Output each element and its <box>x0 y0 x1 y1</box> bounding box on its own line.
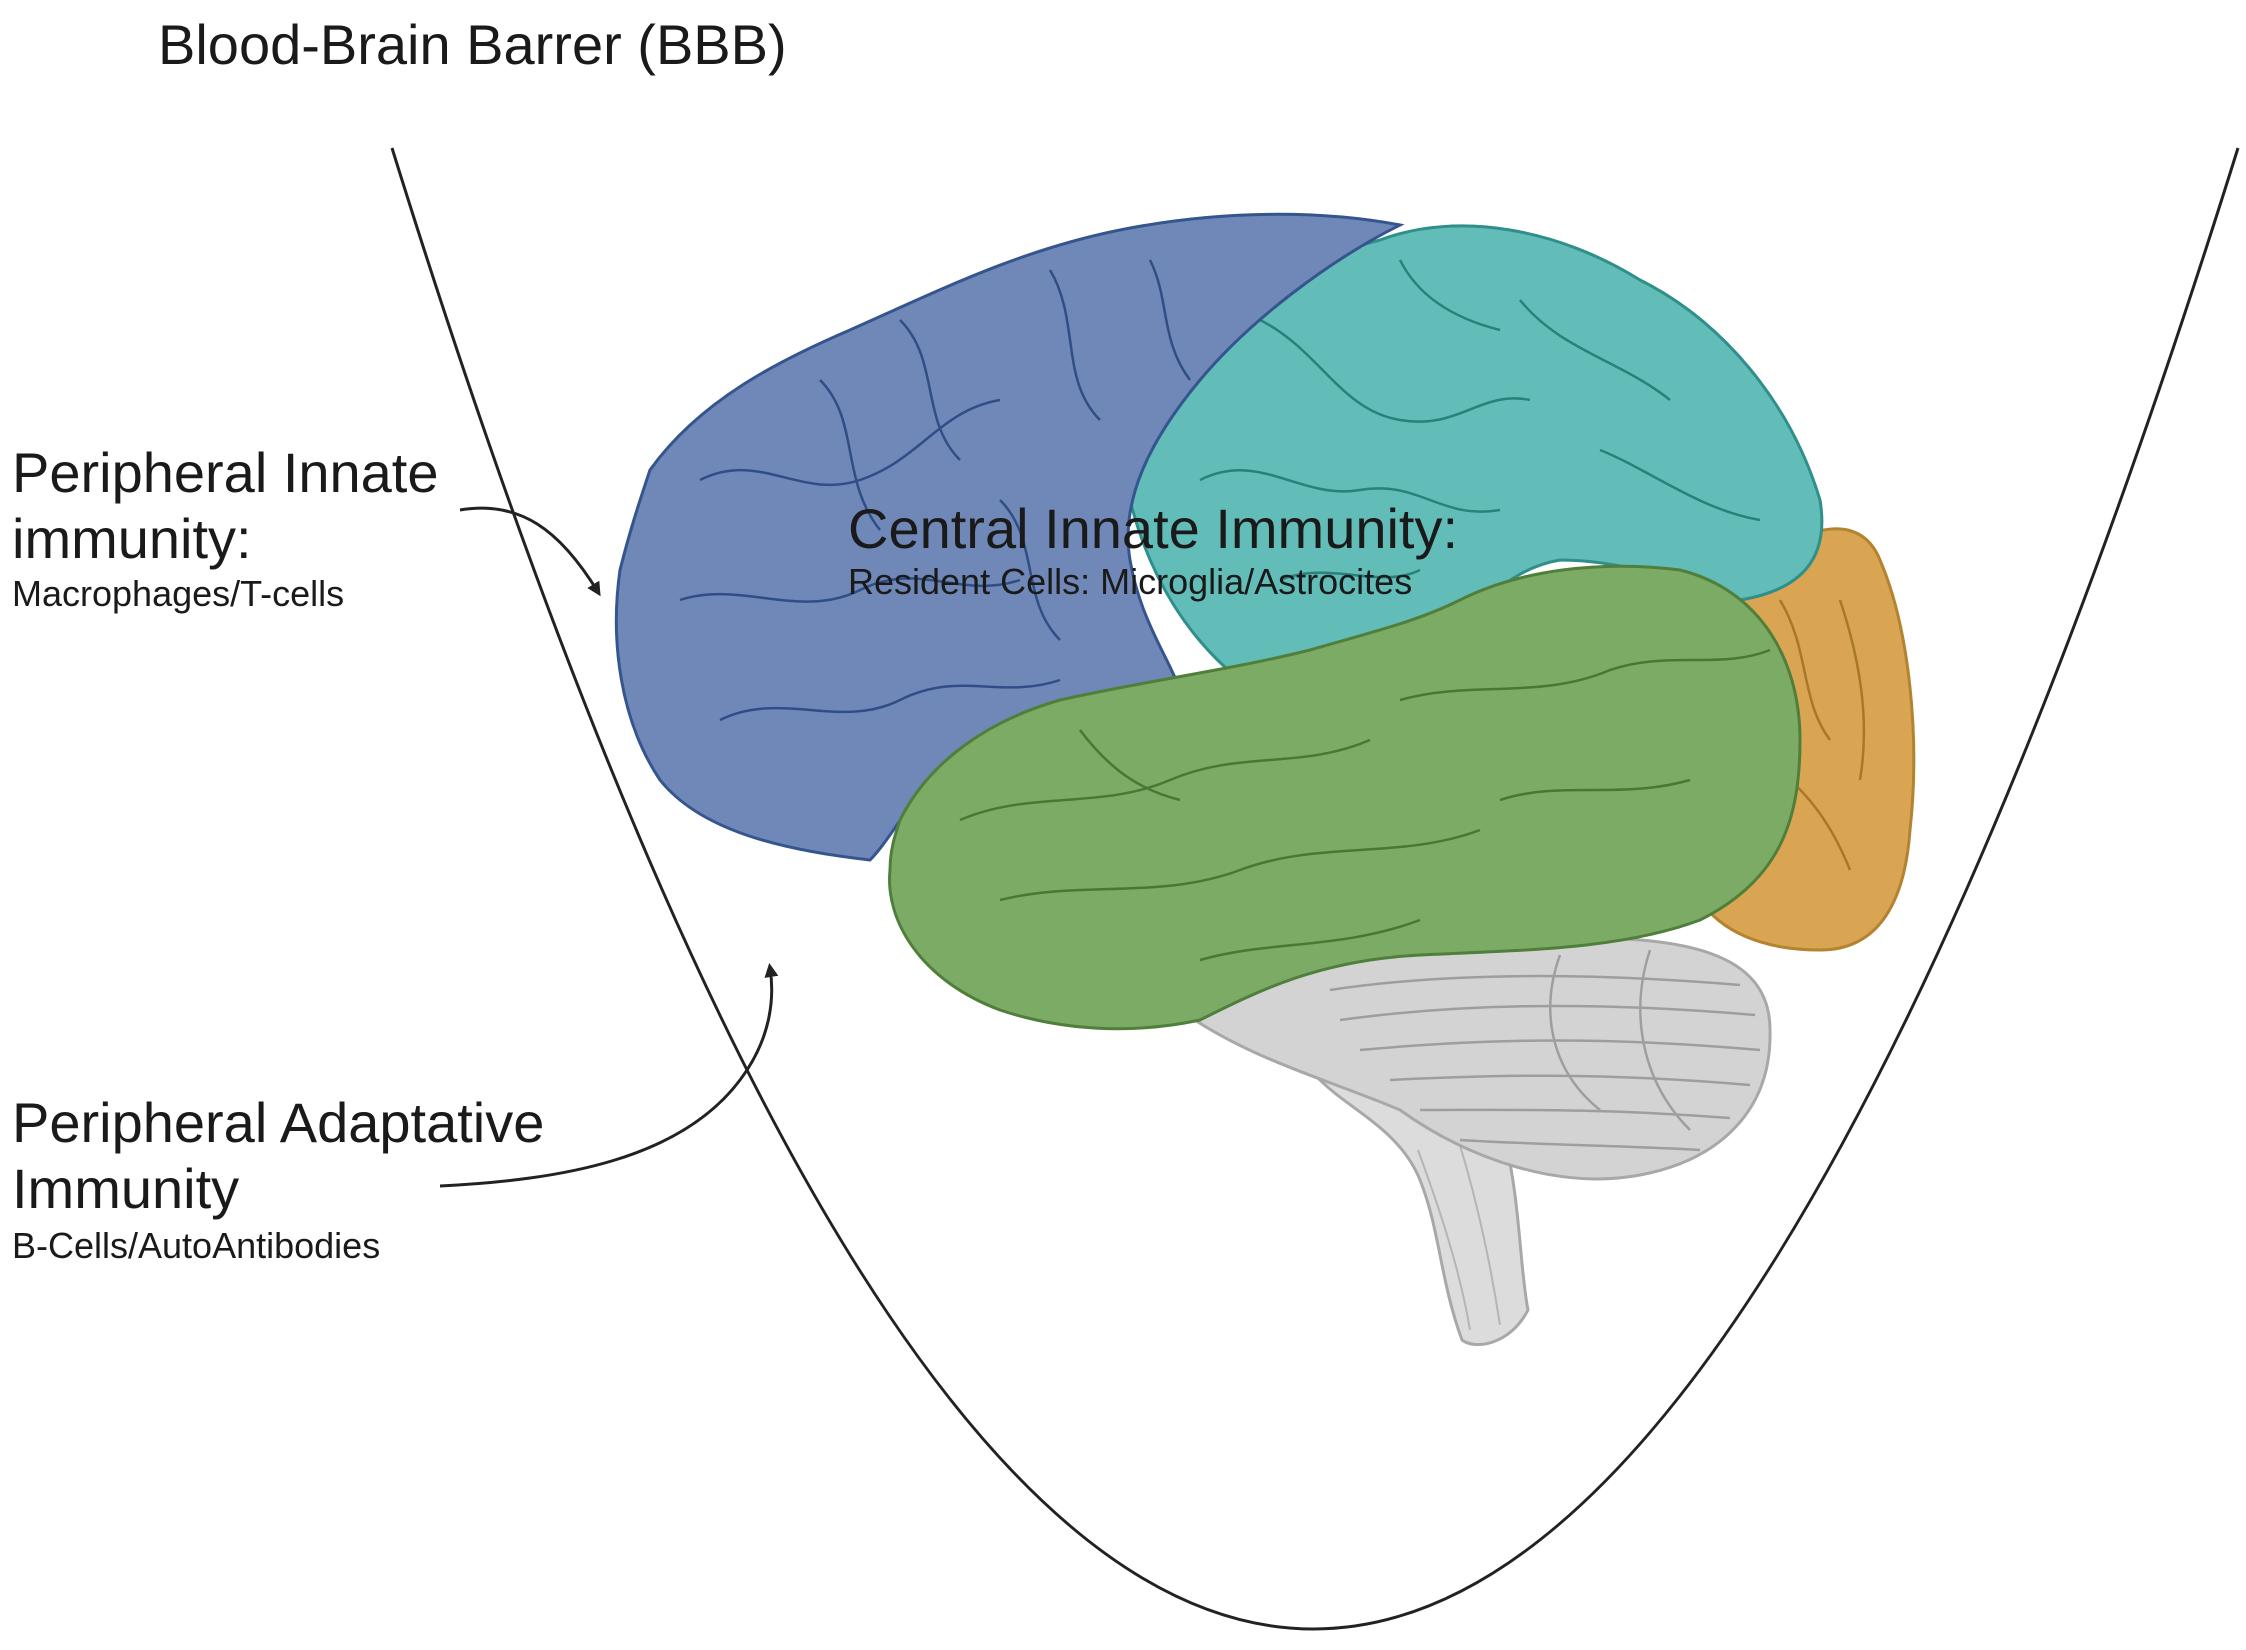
bbb-boundary-curve <box>390 147 2240 1631</box>
temporal-lobe <box>888 564 1802 1031</box>
central-innate-detail: Resident Cells: Microglia/Astrocites <box>848 561 1413 602</box>
cerebellum <box>1177 936 1772 1181</box>
peripheral-innate-heading: Peripheral Innate immunity: <box>12 441 439 570</box>
peripheral-adaptive-detail: B-Cells/AutoAntibodies <box>12 1225 381 1266</box>
central-innate-heading: Central Innate Immunity: <box>848 497 1459 560</box>
peripheral-innate-detail: Macrophages/T-cells <box>12 573 345 614</box>
peripheral-adaptive-heading: Peripheral Adaptative Immunity <box>12 1091 545 1220</box>
adaptive-arrow <box>439 963 779 1188</box>
innate-arrow <box>459 506 601 597</box>
bbb-title: Blood-Brain Barrer (BBB) <box>158 13 787 76</box>
frontal-lobe <box>614 212 1405 862</box>
